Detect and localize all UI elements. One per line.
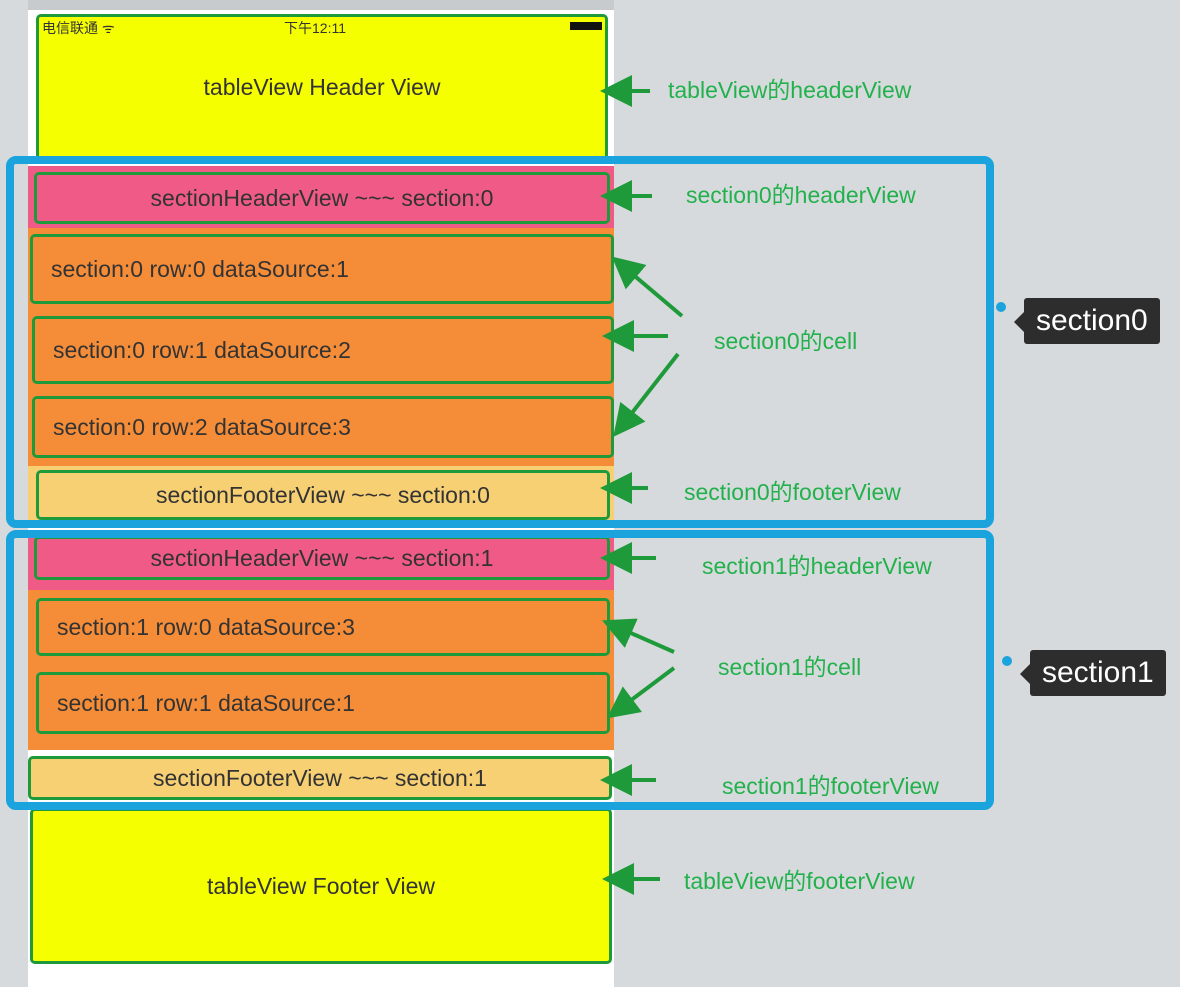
section1-row1-cell[interactable]: section:1 row:1 dataSource:1 <box>36 672 610 734</box>
section1-tag-dot <box>1002 656 1012 666</box>
table-header-view <box>36 14 608 160</box>
section0-row0-cell[interactable]: section:0 row:0 dataSource:1 <box>30 234 614 304</box>
section1-row0-cell[interactable]: section:1 row:0 dataSource:3 <box>36 598 610 656</box>
annotation-table-footer: tableView的footerView <box>684 868 915 894</box>
annotation-section1-footer: section1的footerView <box>722 773 939 799</box>
section0-row2-cell[interactable]: section:0 row:2 dataSource:3 <box>32 396 614 458</box>
annotation-section0-footer: section0的footerView <box>684 479 901 505</box>
section0-header-view: sectionHeaderView ~~~ section:0 <box>34 172 610 224</box>
window-title-bar <box>28 0 614 10</box>
section0-footer-view: sectionFooterView ~~~ section:0 <box>36 470 610 520</box>
annotation-table-header: tableView的headerView <box>668 77 912 103</box>
annotation-section1-header: section1的headerView <box>702 553 932 579</box>
arrow-section0-row0 <box>611 256 684 318</box>
annotation-section1-cell: section1的cell <box>718 654 862 680</box>
annotation-section0-cell: section0的cell <box>714 328 858 354</box>
table-header-label: tableView Header View <box>203 74 441 100</box>
arrow-section0-row2 <box>613 352 680 437</box>
status-carrier: 电信联通 ᯤ <box>42 20 115 36</box>
annotation-section0-header: section0的headerView <box>686 182 916 208</box>
battery-icon <box>570 22 602 30</box>
section0-tag: section0 <box>1014 298 1160 344</box>
section0-tag-dot <box>996 302 1006 312</box>
table-footer-view: tableView Footer View <box>30 808 612 964</box>
arrow-section1-row0 <box>602 618 675 654</box>
section1-footer-view: sectionFooterView ~~~ section:1 <box>28 756 612 800</box>
arrow-section1-row1 <box>606 666 676 719</box>
status-time: 下午12:11 <box>284 20 346 36</box>
status-bar: 电信联通 ᯤ 下午12:11 <box>38 16 604 36</box>
section1-frame <box>6 530 994 810</box>
section1-tag: section1 <box>1020 650 1166 696</box>
section0-frame <box>6 156 994 528</box>
section0-row1-cell[interactable]: section:0 row:1 dataSource:2 <box>32 316 614 384</box>
